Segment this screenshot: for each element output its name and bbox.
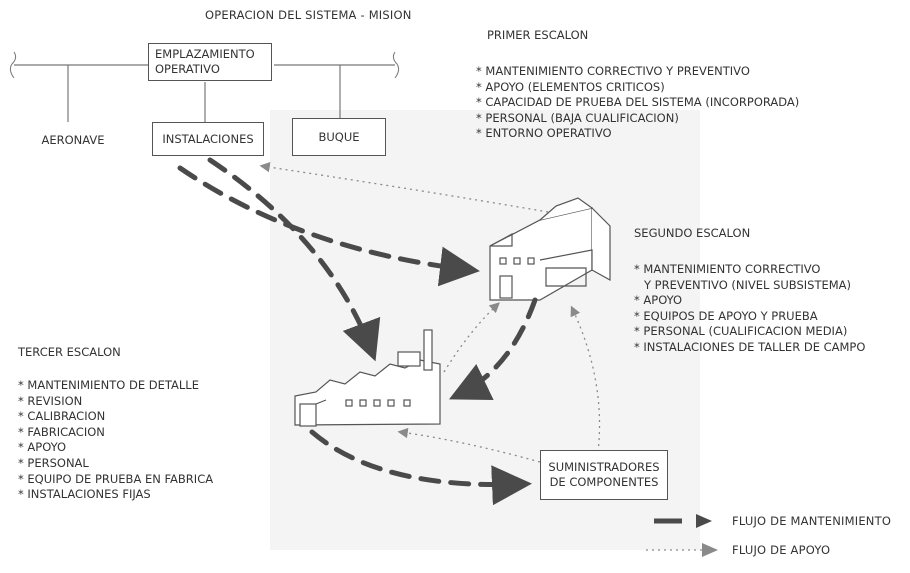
buque-label: BUQUE xyxy=(318,129,360,144)
buque-box: BUQUE xyxy=(292,118,386,156)
diagram-title: OPERACION DEL SISTEMA - MISION xyxy=(205,8,412,22)
flow-apoyo-ter-to-seg xyxy=(443,302,500,373)
legend-mant-arrow xyxy=(696,514,712,528)
flow-mant-inst-to-seg xyxy=(177,165,480,287)
segundo-escalon-item: EQUIPOS DE APOYO Y PRUEBA xyxy=(634,309,865,325)
flow-apoyo-sum-to-ter xyxy=(397,427,541,463)
legend-apoyo-arrow xyxy=(702,543,718,557)
instalaciones-label: INSTALACIONES xyxy=(162,131,254,146)
aeronave-label: AERONAVE xyxy=(41,132,105,147)
tercer-escalon-item: EQUIPO DE PRUEBA EN FABRICA xyxy=(18,472,213,488)
tercer-escalon-factory xyxy=(294,329,441,427)
primer-escalon-item: ENTORNO OPERATIVO xyxy=(476,126,799,142)
flow-mant-seg-to-ter xyxy=(448,297,538,401)
primer-escalon-list: MANTENIMIENTO CORRECTIVO Y PREVENTIVO AP… xyxy=(476,64,799,142)
primer-escalon-item: MANTENIMIENTO CORRECTIVO Y PREVENTIVO xyxy=(476,64,799,80)
segundo-escalon-heading: SEGUNDO ESCALON xyxy=(634,226,751,240)
primer-escalon-item: CAPACIDAD DE PRUEBA DEL SISTEMA (INCORPO… xyxy=(476,95,799,111)
primer-escalon-heading: PRIMER ESCALON xyxy=(487,28,589,42)
tercer-escalon-heading: TERCER ESCALON xyxy=(18,345,121,359)
tercer-escalon-item: INSTALACIONES FIJAS xyxy=(18,487,213,503)
segundo-escalon-item: PERSONAL (CUALIFICACION MEDIA) xyxy=(634,324,865,340)
segundo-escalon-continuation-text: Y PREVENTIVO (NIVEL SUBSISTEMA) xyxy=(644,277,852,292)
suministradores-box: SUMINISTRADORES DE COMPONENTES xyxy=(540,450,668,500)
emplazamiento-line1: EMPLAZAMIENTO xyxy=(155,47,255,61)
flow-mant-inst-to-ter xyxy=(207,157,381,362)
tercer-escalon-item: REVISION xyxy=(18,394,213,410)
tercer-escalon-item: MANTENIMIENTO DE DETALLE xyxy=(18,378,213,394)
flow-apoyo-sum-to-seg xyxy=(570,305,601,453)
emplazamiento-box: EMPLAZAMIENTO OPERATIVO xyxy=(148,43,272,81)
tercer-escalon-item: FABRICACION xyxy=(18,425,213,441)
suministradores-line2: DE COMPONENTES xyxy=(549,475,659,489)
aeronave-box: AERONAVE xyxy=(28,122,118,158)
segundo-escalon-item-continuation: Y PREVENTIVO (NIVEL SUBSISTEMA) xyxy=(634,278,865,294)
tercer-escalon-list: MANTENIMIENTO DE DETALLE REVISION CALIBR… xyxy=(18,378,213,503)
tercer-escalon-item: CALIBRACION xyxy=(18,409,213,425)
tercer-escalon-item: PERSONAL xyxy=(18,456,213,472)
flow-apoyo-seg-to-inst xyxy=(259,162,549,213)
flow-mant-ter-to-sum xyxy=(309,429,532,506)
tercer-escalon-item: APOYO xyxy=(18,440,213,456)
segundo-escalon-list: MANTENIMIENTO CORRECTIVO Y PREVENTIVO (N… xyxy=(634,262,865,356)
legend-apoyo-label: FLUJO DE APOYO xyxy=(732,543,831,557)
left-squiggle xyxy=(9,51,17,79)
right-squiggle xyxy=(392,51,400,79)
segundo-escalon-item: MANTENIMIENTO CORRECTIVO xyxy=(634,262,865,278)
emplazamiento-line2: OPERATIVO xyxy=(155,62,220,76)
suministradores-line1: SUMINISTRADORES xyxy=(548,460,660,474)
segundo-escalon-item: INSTALACIONES DE TALLER DE CAMPO xyxy=(634,340,865,356)
segundo-escalon-item: APOYO xyxy=(634,293,865,309)
segundo-escalon-building xyxy=(489,197,611,301)
primer-escalon-item: PERSONAL (BAJA CUALIFICACION) xyxy=(476,111,799,127)
primer-escalon-item: APOYO (ELEMENTOS CRITICOS) xyxy=(476,80,799,96)
legend-mantenimiento-label: FLUJO DE MANTENIMIENTO xyxy=(732,514,892,528)
instalaciones-box: INSTALACIONES xyxy=(152,122,264,156)
